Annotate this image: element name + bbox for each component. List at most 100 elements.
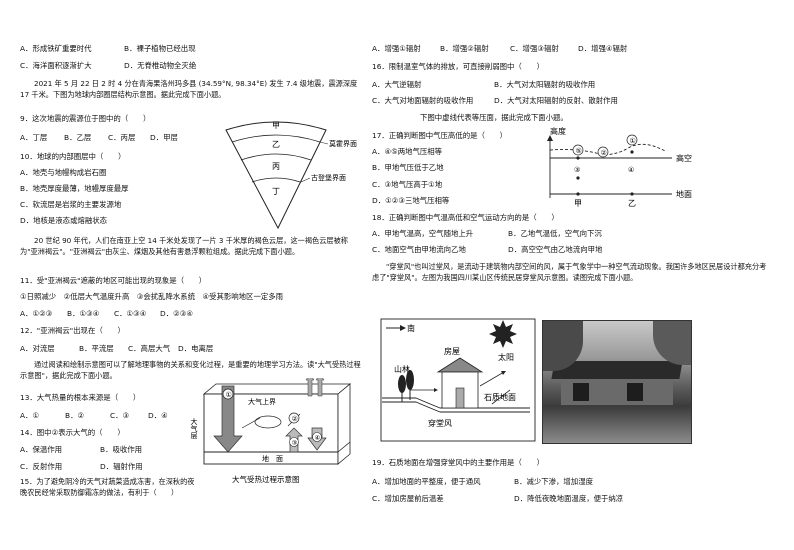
intro-17-18: 下图中虚线代表等压面，据此完成下面小题。 — [420, 113, 568, 122]
sun-label: 太阳 — [498, 352, 514, 362]
q10-option-c: C．软流层是岩浆的主要发源地 — [20, 200, 122, 209]
q16-option-d: D．大气对太阳辐射的反射、散射作用 — [494, 96, 618, 105]
q18-option-b: B．乙地气温低，空气向下沉 — [508, 229, 602, 238]
gutenberg-boundary-line — [251, 177, 301, 183]
solar-radiation-arrow — [213, 385, 243, 453]
q8-option-d: D．无脊椎动物全灭绝 — [124, 61, 197, 70]
q8-option-a: A．形成铁矿重要时代 — [20, 44, 92, 53]
intro-11-12: 20 世纪 90 年代，人们在南亚上空 14 千米处发现了一片 3 千米厚的褐色… — [20, 236, 348, 256]
moho-label: 莫霍界面 — [329, 139, 357, 148]
q10-option-d: D．地核是液态或熔融状态 — [20, 216, 107, 225]
location-jia-label: 甲 — [574, 199, 582, 208]
question-13: 13．大气热量的根本来源是（ ） — [20, 393, 141, 402]
house-icon — [436, 357, 484, 409]
q11-items: ①日照减少 ②低层大气温度升高 ③会扰乱降水系统 ④受其影响地区一定多雨 — [20, 292, 284, 301]
height-axis-label: 高度 — [550, 126, 566, 136]
layer-label-ding: 丁 — [272, 187, 280, 196]
arrow-label-2: ② — [292, 415, 298, 423]
q13-option-b: B．② — [65, 411, 85, 420]
stone-ground-label: 石质地面 — [484, 392, 516, 402]
q18-option-c: C．地面空气由甲地流向乙地 — [372, 245, 466, 254]
layer-label-yi: 乙 — [272, 140, 280, 149]
question-12: 12．"亚洲褐云"出现在（ ） — [20, 326, 125, 335]
q16-option-b: B．大气对太阳辐射的吸收作用 — [494, 80, 596, 89]
moho-boundary-line — [231, 134, 321, 143]
q15-option-b: B．增强②辐射 — [440, 44, 489, 53]
q11-option-d: D．②③④ — [160, 309, 193, 318]
q9-option-b: B．乙层 — [64, 133, 92, 142]
q19-option-a: A．增加地面的平整度，便于通风 — [372, 477, 481, 486]
q9-option-a: A．丁层 — [20, 133, 48, 142]
q12-option-d: D．电离层 — [178, 344, 214, 353]
location-yi-label: 乙 — [628, 199, 636, 208]
q18-option-d: D．高空空气由乙地流向甲地 — [508, 245, 603, 254]
sun-icon — [489, 320, 517, 348]
point-label-4: ④ — [628, 166, 634, 174]
atmosphere-heating-diagram: ① ② ③ ④ 大气上界 大气层 地 面 大气受热过程示意图 — [190, 378, 352, 484]
q12-option-a: A．对流层 — [20, 344, 55, 353]
question-10: 10．地球的内部圈层中（ ） — [20, 152, 126, 161]
gutenberg-label: 古登堡界面 — [311, 173, 346, 182]
atmosphere-side-label: 大气层 — [190, 417, 198, 440]
q14-option-c: C．反射作用 — [20, 462, 63, 471]
layer-label-jia: 甲 — [272, 121, 280, 130]
intro-13-14: 通过阅读和绘制示意图可以了解地理事物的关系和变化过程，是重要的地理学习方法。读"… — [20, 360, 361, 380]
question-17: 17．正确判断图中气压高低的是（ ） — [372, 131, 508, 140]
q15-option-a: A．增强①辐射 — [372, 44, 421, 53]
diagram-caption: 大气受热过程示意图 — [232, 474, 300, 484]
wind-flow-arrow — [479, 371, 505, 387]
q10-option-b: B．地壳厚度最薄，地幔厚度最厚 — [20, 184, 129, 193]
q11-option-c: C．①③④ — [114, 309, 147, 318]
earth-layer-diagram: 甲 乙 丙 丁 莫霍界面 古登堡界面 — [225, 121, 357, 230]
q18-option-a: A．甲地气温高，空气随地上升 — [372, 229, 474, 238]
q11-option-b: B．①③④ — [67, 309, 100, 318]
point-label-1: ① — [630, 137, 636, 145]
question-16: 16．限制温室气体的排放，可直接削弱图中（ ） — [372, 62, 545, 71]
q19-option-b: B．减少下渗，增加湿度 — [514, 477, 593, 486]
q14-option-d: D．辐射作用 — [100, 462, 143, 471]
q12-option-c: C．高层大气 — [128, 344, 171, 353]
south-direction-label: 南 — [407, 323, 415, 333]
question-18: 18．正确判断图中气温高低和空气运动方向的是（ ） — [372, 213, 559, 222]
arrow-label-4: ④ — [315, 434, 321, 442]
q17-option-a: A．④⑤两地气压相等 — [372, 147, 443, 156]
q17-option-b: B．甲地气压低于乙地 — [372, 163, 444, 172]
forest-icon — [398, 370, 414, 402]
arrow-label-3: ③ — [292, 439, 298, 447]
q13-option-d: D．④ — [148, 411, 168, 420]
q14-option-a: A．保温作用 — [20, 445, 63, 454]
atmosphere-top-label: 大气上界 — [248, 397, 276, 406]
intro-19: "穿堂风"也叫过堂风，是流动于建筑物内部空间的风，属于气象学中一种空气流动现象。… — [372, 262, 767, 282]
question-11: 11．受"亚洲褐云"遮蔽的地区可能出现的现象是（ ） — [20, 276, 207, 285]
question-19: 19．石质地面在增强穿堂风中的主要作用是（ ） — [372, 458, 545, 467]
q19-option-c: C．增加房屋前后温差 — [372, 494, 444, 503]
q9-option-d: D．甲层 — [150, 133, 178, 142]
cloud-icon — [254, 415, 282, 429]
ground-label: 地 面 — [262, 454, 283, 463]
q9-option-c: C．丙层 — [108, 133, 136, 142]
isobar-diagram: 高度 ⑤ ② ① ③ ④ 甲 乙 高空 地面 — [547, 126, 692, 208]
question-9: 9．这次地震的震源位于图中的（ ） — [20, 114, 151, 123]
cross-wind-label: 穿堂风 — [428, 418, 452, 428]
house-label: 房屋 — [444, 346, 460, 356]
intro-9-10: 2021 年 5 月 22 日 2 时 4 分在青海果洛州玛多县 (34.59°… — [20, 79, 358, 99]
q8-option-b: B．裸子植物已经出现 — [124, 44, 196, 53]
question-14: 14．图中②表示大气的（ ） — [20, 428, 125, 437]
q16-option-a: A．大气逆辐射 — [372, 80, 422, 89]
q13-option-a: A．① — [20, 411, 40, 420]
q14-option-b: B．吸收作用 — [100, 445, 143, 454]
q13-option-c: C．③ — [110, 411, 130, 420]
q12-option-b: B．平流层 — [79, 344, 114, 353]
forest-label: 山林 — [394, 364, 410, 374]
point-label-5: ⑤ — [576, 147, 582, 155]
point-label-3: ③ — [574, 166, 580, 174]
q15-option-d: D．增强④辐射 — [578, 44, 628, 53]
ground-level-label: 地面 — [676, 189, 692, 199]
high-altitude-label: 高空 — [676, 153, 692, 163]
q19-option-d: D．降低夜晚地面温度，便于纳凉 — [514, 494, 624, 503]
point-label-2: ② — [601, 149, 607, 157]
q10-option-a: A．地壳与地幔构成岩石圈 — [20, 168, 107, 177]
q16-option-c: C．大气对地面辐射的吸收作用 — [372, 96, 474, 105]
layer-label-bing: 丙 — [272, 162, 280, 171]
q17-option-c: C．③地气压高于①地 — [372, 180, 443, 189]
